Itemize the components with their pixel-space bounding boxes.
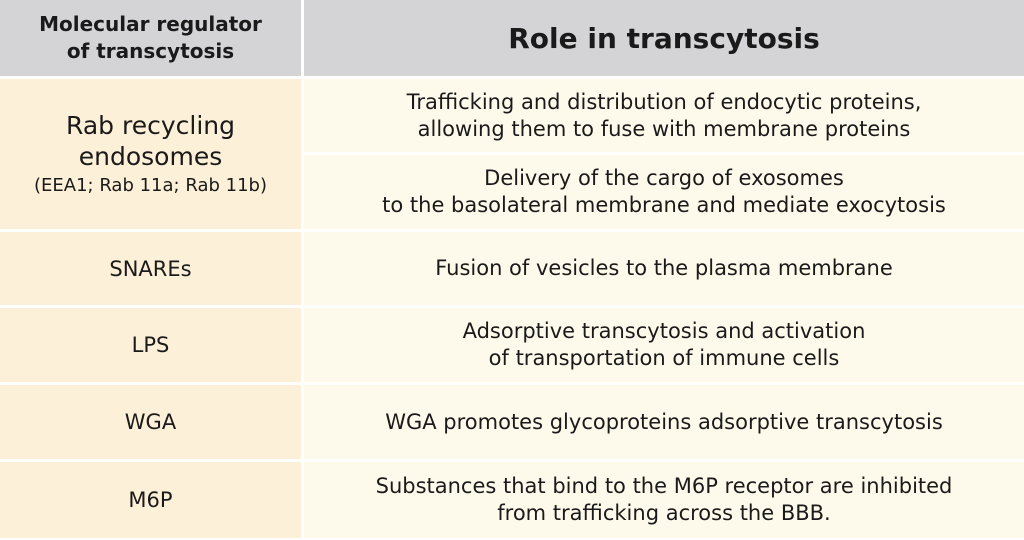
role-rab-2-line1: Delivery of the cargo of exosomes (484, 166, 844, 190)
header-regulator-line2: of transcytosis (66, 39, 235, 63)
role-wga-line1: WGA promotes glycoproteins adsorptive tr… (385, 409, 943, 434)
regulator-snares: SNAREs (0, 232, 301, 305)
role-rab-1: Trafficking and distribution of endocyti… (304, 79, 1024, 152)
role-rab-2: Delivery of the cargo of exosomes to the… (304, 155, 1024, 229)
role-m6p-line2: from trafficking across the BBB. (497, 501, 831, 525)
role-lps: Adsorptive transcytosis and activation o… (304, 308, 1024, 382)
regulator-rab: Rab recycling endosomes (EEA1; Rab 11a; … (0, 79, 301, 229)
header-role-text: Role in transcytosis (508, 21, 820, 55)
role-lps-line2: of transportation of immune cells (488, 346, 840, 370)
regulator-rab-line2: endosomes (78, 142, 223, 171)
role-wga: WGA promotes glycoproteins adsorptive tr… (304, 385, 1024, 459)
regulator-rab-sub: (EEA1; Rab 11a; Rab 11b) (34, 175, 267, 196)
regulator-snares-text: SNAREs (109, 256, 192, 281)
role-m6p-line1: Substances that bind to the M6P receptor… (375, 474, 953, 498)
header-regulator: Molecular regulator of transcytosis (0, 0, 301, 76)
role-lps-line1: Adsorptive transcytosis and activation (462, 319, 866, 343)
role-m6p: Substances that bind to the M6P receptor… (304, 462, 1024, 538)
role-rab-1-line2: allowing them to fuse with membrane prot… (417, 116, 911, 141)
regulator-m6p: M6P (0, 462, 301, 538)
header-regulator-line1: Molecular regulator (39, 12, 262, 36)
regulator-m6p-text: M6P (128, 488, 173, 512)
header-role: Role in transcytosis (304, 0, 1024, 76)
regulator-wga: WGA (0, 385, 301, 459)
role-rab-1-line1: Trafficking and distribution of endocyti… (406, 89, 922, 114)
regulator-lps-text: LPS (131, 333, 170, 357)
role-rab-2-line2: to the basolateral membrane and mediate … (382, 193, 946, 217)
role-snares: Fusion of vesicles to the plasma membran… (304, 232, 1024, 305)
role-snares-line1: Fusion of vesicles to the plasma membran… (435, 256, 893, 280)
regulator-wga-text: WGA (124, 410, 177, 434)
regulator-lps: LPS (0, 308, 301, 382)
regulator-rab-line1: Rab recycling (66, 111, 235, 140)
